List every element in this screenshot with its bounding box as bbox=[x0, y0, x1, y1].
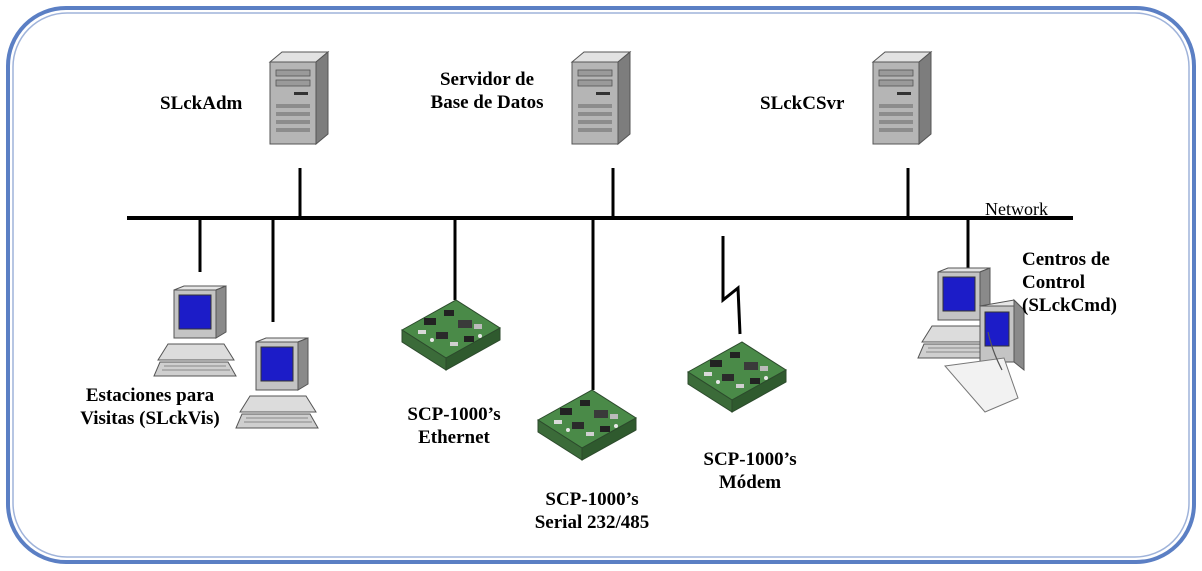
control-centers-label: Centros de Control (SLckCmd) bbox=[1022, 249, 1118, 316]
tablet-icon bbox=[944, 331, 1019, 413]
server-icon bbox=[269, 51, 329, 145]
workstation-icon bbox=[979, 298, 1025, 372]
network-label: Network bbox=[985, 199, 1048, 219]
server-label: SLckCSvr bbox=[760, 93, 845, 114]
scp-modem-label: SCP-1000’s Módem bbox=[703, 449, 797, 493]
server-icon bbox=[872, 51, 932, 145]
circuit-board-icon bbox=[401, 299, 501, 371]
modem-link-line bbox=[721, 236, 742, 335]
diagram-frame bbox=[6, 6, 1196, 564]
server-label: SLckAdm bbox=[160, 93, 243, 114]
scp-serial-label: SCP-1000’s Serial 232/485 bbox=[534, 489, 650, 533]
visitor-stations-label: Estaciones para Visitas (SLckVis) bbox=[80, 385, 220, 429]
workstation-icon bbox=[153, 285, 237, 377]
scp-ethernet-label: SCP-1000’s Ethernet bbox=[407, 404, 501, 448]
database-server-label: Servidor de Base de Datos bbox=[430, 69, 544, 113]
workstation-icon bbox=[235, 337, 319, 429]
database-server-icon bbox=[571, 51, 631, 145]
circuit-board-icon bbox=[537, 389, 637, 461]
circuit-board-icon bbox=[687, 341, 787, 413]
